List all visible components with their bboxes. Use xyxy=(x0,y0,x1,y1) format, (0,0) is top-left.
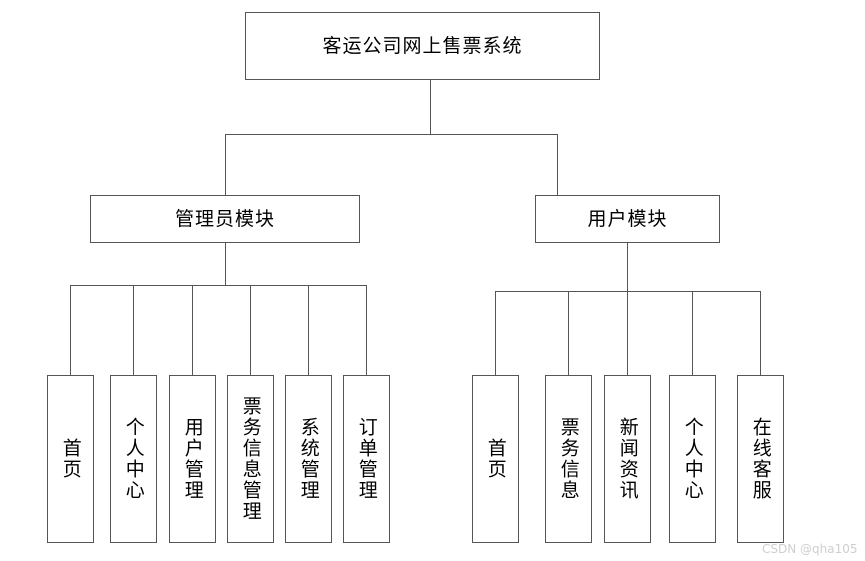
root-node[interactable]: 客运公司网上售票系统 xyxy=(245,12,600,80)
leaf-node-user-online-support[interactable]: 在线客服 xyxy=(737,375,784,543)
leaf-node-user-personal-center-label: 个人中心 xyxy=(681,417,704,501)
leaf-node-admin-ticket-info-management-label: 票务信息管理 xyxy=(239,396,262,522)
connector-user-child-2 xyxy=(568,291,569,375)
leaf-node-admin-user-management-label: 用户管理 xyxy=(181,417,204,501)
leaf-node-user-personal-center[interactable]: 个人中心 xyxy=(669,375,716,543)
connector-admin-child-5 xyxy=(308,285,309,375)
leaf-node-admin-system-management-label: 系统管理 xyxy=(297,417,320,501)
connector-admin-child-4 xyxy=(250,285,251,375)
root-node-label: 客运公司网上售票系统 xyxy=(322,34,523,57)
leaf-node-admin-home-label: 首页 xyxy=(59,438,82,480)
connector-admin-child-2 xyxy=(133,285,134,375)
module-node-user[interactable]: 用户模块 xyxy=(535,195,720,243)
connector-admin-down xyxy=(225,243,226,285)
connector-root-down xyxy=(430,80,431,134)
watermark-text: CSDN @qha105 xyxy=(762,542,858,556)
connector-user-down xyxy=(627,243,628,291)
connector-user-child-1 xyxy=(495,291,496,375)
leaf-node-user-news[interactable]: 新闻资讯 xyxy=(604,375,651,543)
leaf-node-user-news-label: 新闻资讯 xyxy=(616,417,639,501)
connector-admin-child-3 xyxy=(192,285,193,375)
connector-admin-child-1 xyxy=(70,285,71,375)
leaf-node-admin-order-management[interactable]: 订单管理 xyxy=(343,375,390,543)
leaf-node-user-home-label: 首页 xyxy=(484,438,507,480)
leaf-node-user-ticket-info[interactable]: 票务信息 xyxy=(545,375,592,543)
connector-user-child-4 xyxy=(692,291,693,375)
leaf-node-admin-home[interactable]: 首页 xyxy=(47,375,94,543)
leaf-node-user-home[interactable]: 首页 xyxy=(472,375,519,543)
leaf-node-admin-user-management[interactable]: 用户管理 xyxy=(169,375,216,543)
connector-admin-bus xyxy=(70,285,366,286)
connector-admin-child-6 xyxy=(366,285,367,375)
connector-to-user-module xyxy=(557,134,558,195)
connector-user-child-3 xyxy=(627,291,628,375)
module-node-admin-label: 管理员模块 xyxy=(174,207,275,230)
connector-user-child-5 xyxy=(760,291,761,375)
leaf-node-admin-system-management[interactable]: 系统管理 xyxy=(285,375,332,543)
module-node-admin[interactable]: 管理员模块 xyxy=(90,195,360,243)
module-node-user-label: 用户模块 xyxy=(587,207,668,230)
leaf-node-admin-personal-center-label: 个人中心 xyxy=(122,417,145,501)
connector-to-admin-module xyxy=(225,134,226,195)
leaf-node-user-ticket-info-label: 票务信息 xyxy=(557,417,580,501)
leaf-node-admin-personal-center[interactable]: 个人中心 xyxy=(110,375,157,543)
leaf-node-admin-order-management-label: 订单管理 xyxy=(355,417,378,501)
connector-level1-bus xyxy=(225,134,558,135)
leaf-node-admin-ticket-info-management[interactable]: 票务信息管理 xyxy=(227,375,274,543)
leaf-node-user-online-support-label: 在线客服 xyxy=(749,417,772,501)
